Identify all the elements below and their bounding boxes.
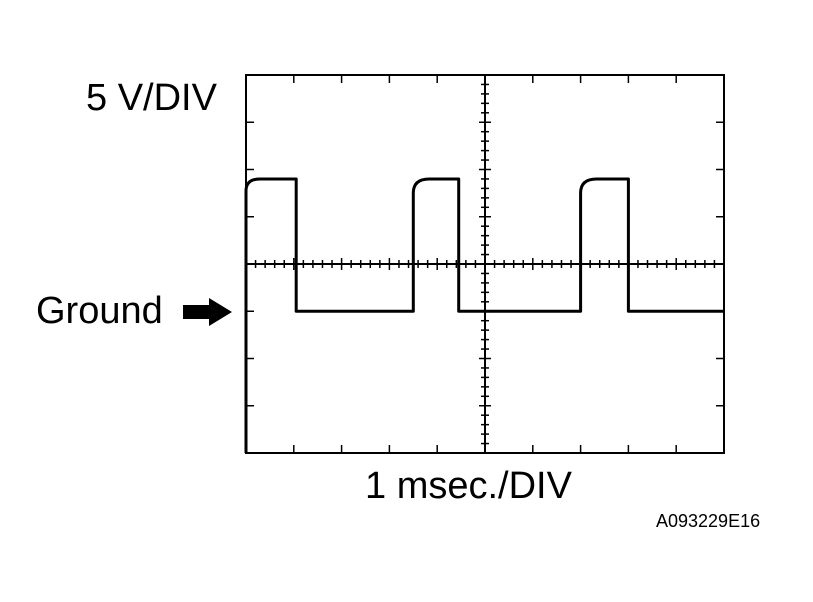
time-scale-label: 1 msec./DIV bbox=[365, 465, 572, 507]
right-arrow-icon bbox=[183, 298, 232, 326]
ground-label: Ground bbox=[36, 290, 163, 332]
square-waveform bbox=[244, 177, 724, 453]
figure-code: A093229E16 bbox=[656, 511, 761, 531]
scope-grid bbox=[245, 74, 725, 454]
volt-scale-label: 5 V/DIV bbox=[86, 77, 217, 119]
